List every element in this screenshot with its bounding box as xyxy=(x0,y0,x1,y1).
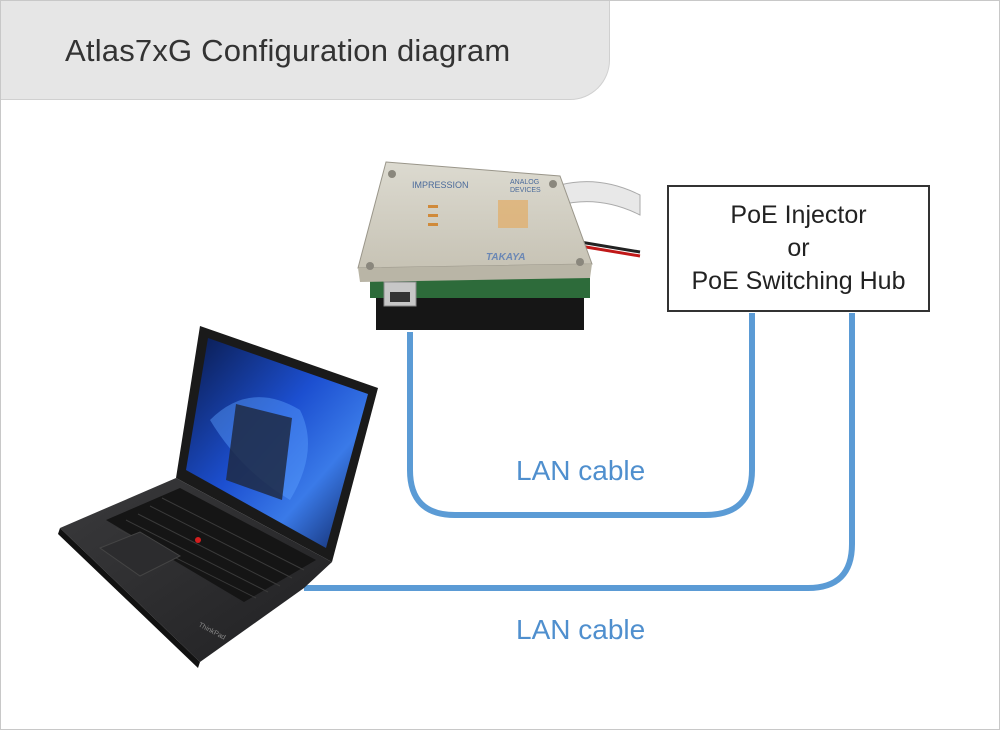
trackpoint xyxy=(195,537,201,543)
laptop-touchpad xyxy=(98,531,182,577)
lan-cable-upper xyxy=(407,313,755,518)
device-brand-right-2: DEVICES xyxy=(510,187,541,194)
device-maker: TAKAYA xyxy=(486,252,525,263)
device-brand-right-1: ANALOG xyxy=(510,179,539,186)
title-tab: Atlas7xG Configuration diagram xyxy=(1,1,610,100)
page-title: Atlas7xG Configuration diagram xyxy=(65,33,511,68)
lan-cable-lower xyxy=(304,313,855,591)
lan-cable-label-lower: LAN cable xyxy=(516,614,646,645)
poe-line-1: PoE Injector xyxy=(730,201,867,229)
laptop-keyboard xyxy=(106,488,316,602)
poe-line-3: PoE Switching Hub xyxy=(691,267,906,295)
poe-injector-box: PoE Injector or PoE Switching Hub xyxy=(667,185,930,312)
lan-cable-label-upper: LAN cable xyxy=(516,455,646,486)
device-brand-left: IMPRESSION xyxy=(412,180,469,190)
laptop: ThinkPad xyxy=(58,326,378,668)
poe-line-2: or xyxy=(787,234,810,262)
atlas7xg-device: IMPRESSION ANALOG DEVICES TAKAYA xyxy=(357,161,641,330)
